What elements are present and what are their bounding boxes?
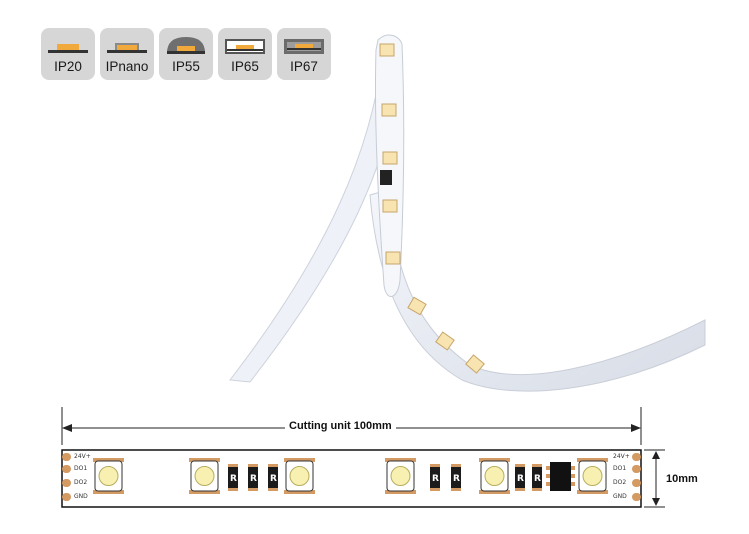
strip-width-label: 10mm <box>666 473 698 485</box>
right-pad-label-24v: 24V+ <box>613 453 630 460</box>
led-chip <box>385 458 416 494</box>
resistor <box>451 464 461 491</box>
resistor <box>228 464 238 491</box>
resistor-mark: R <box>534 474 541 484</box>
ip65-silicone-tube-strip-icon <box>225 39 265 54</box>
led-strip-product-photo <box>229 34 706 392</box>
resistor-mark: R <box>250 474 257 484</box>
led-chip <box>284 458 315 494</box>
diagram-resistors <box>228 464 542 491</box>
resistor-mark: R <box>270 474 277 484</box>
arrow-up-icon <box>652 451 660 459</box>
cutting-unit-label: Cutting unit 100mm <box>285 420 396 432</box>
ipnano-label: IPnano <box>105 59 149 74</box>
ipnano-badge: IPnano <box>100 28 154 80</box>
resistor-mark: R <box>432 474 439 484</box>
right-pad-label-gnd: GND <box>613 493 627 500</box>
ip65-label: IP65 <box>231 59 259 74</box>
led-chip <box>479 458 510 494</box>
ip67-label: IP67 <box>290 59 318 74</box>
ip65-badge: IP65 <box>218 28 272 80</box>
led-chip <box>93 458 124 494</box>
ip67-badge: IP67 <box>277 28 331 80</box>
driver-ic-chip <box>546 462 575 491</box>
led-chip <box>577 458 608 494</box>
led-chip <box>189 458 220 494</box>
arrow-down-icon <box>652 498 660 506</box>
strip-led-chips <box>379 43 485 374</box>
resistor <box>532 464 542 491</box>
resistor-mark: R <box>517 474 524 484</box>
resistor-mark: R <box>453 474 460 484</box>
arrow-left-icon <box>62 424 72 432</box>
resistor <box>268 464 278 491</box>
ip67-solid-silicone-strip-icon <box>284 39 324 54</box>
left-solder-pads <box>62 453 71 501</box>
ip20-bare-strip-icon <box>48 44 88 53</box>
cutting-unit-diagram <box>61 407 665 508</box>
left-pad-label-do2: DO2 <box>74 479 88 486</box>
ipnano-coated-strip-icon <box>107 43 147 53</box>
strip-front-segment <box>374 34 405 297</box>
ip55-dome-coated-strip-icon <box>167 37 205 54</box>
left-pad-label-24v: 24V+ <box>74 453 91 460</box>
right-pad-label-do1: DO1 <box>613 465 627 472</box>
arrow-right-icon <box>631 424 641 432</box>
ip55-label: IP55 <box>172 59 200 74</box>
resistor <box>430 464 440 491</box>
ip20-label: IP20 <box>54 59 82 74</box>
strip-ic-chip <box>380 170 392 185</box>
ip20-badge: IP20 <box>41 28 95 80</box>
ip-rating-badges: IP20 IPnano IP55 IP65 <box>41 28 331 80</box>
ip55-badge: IP55 <box>159 28 213 80</box>
left-pad-label-do1: DO1 <box>74 465 88 472</box>
right-pad-label-do2: DO2 <box>613 479 627 486</box>
right-solder-pads <box>632 453 641 501</box>
resistor-mark: R <box>230 474 237 484</box>
diagram-led-chips <box>93 458 608 494</box>
strip-tail-right <box>369 189 706 392</box>
left-pad-label-gnd: GND <box>74 493 88 500</box>
resistor <box>248 464 258 491</box>
strip-segment-outline <box>61 449 642 508</box>
resistor <box>515 464 525 491</box>
